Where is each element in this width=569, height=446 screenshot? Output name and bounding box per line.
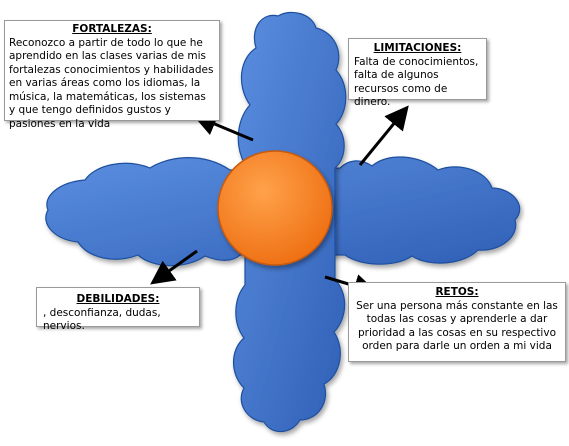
- arrow-debilidades: [150, 249, 198, 285]
- retos-text: Ser una persona más constante en las tod…: [356, 299, 558, 353]
- debilidades-box: DEBILIDADES: , desconfianza, dudas, nerv…: [36, 287, 200, 332]
- limitaciones-box: LIMITACIONES: Falta de conocimientos, fa…: [348, 38, 487, 108]
- debilidades-title: DEBILIDADES:: [76, 293, 160, 305]
- center-circle: [217, 150, 333, 266]
- debilidades-text: , desconfianza, dudas, nervios.: [43, 306, 161, 333]
- limitaciones-title: LIMITACIONES:: [373, 42, 462, 54]
- fortalezas-title: FORTALEZAS:: [72, 23, 152, 35]
- fortalezas-text: Reconozco a partir de todo lo que he apr…: [9, 36, 214, 130]
- retos-box: RETOS: Ser una persona más constante en …: [348, 282, 566, 362]
- fortalezas-box: FORTALEZAS: Reconozco a partir de todo l…: [4, 20, 220, 130]
- limitaciones-text: Falta de conocimientos, falta de algunos…: [354, 55, 479, 109]
- arrow-limitaciones: [358, 105, 409, 166]
- retos-title: RETOS:: [435, 286, 479, 298]
